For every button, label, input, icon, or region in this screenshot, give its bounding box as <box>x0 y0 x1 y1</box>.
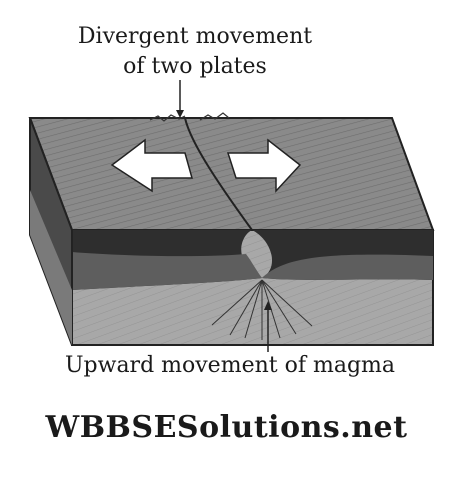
rift-line <box>184 117 253 231</box>
bottom-label: Upward movement of magma <box>64 353 396 378</box>
left-side-mantle <box>30 190 72 345</box>
top-label: Divergent movement of two plates <box>50 22 340 82</box>
pointer-arrow-head-top <box>176 110 184 118</box>
front-face-crust-band <box>72 252 433 290</box>
left-arrow-icon <box>110 138 193 193</box>
top-label-line2: of two plates <box>123 54 267 79</box>
plate-top-surface <box>28 117 435 231</box>
rift-ridge <box>149 112 230 122</box>
magma-pointer-head <box>264 301 272 310</box>
top-label-line1: Divergent movement <box>77 24 313 49</box>
site-watermark: WBBSESolutions.net <box>45 410 408 445</box>
right-arrow-icon <box>226 138 302 193</box>
